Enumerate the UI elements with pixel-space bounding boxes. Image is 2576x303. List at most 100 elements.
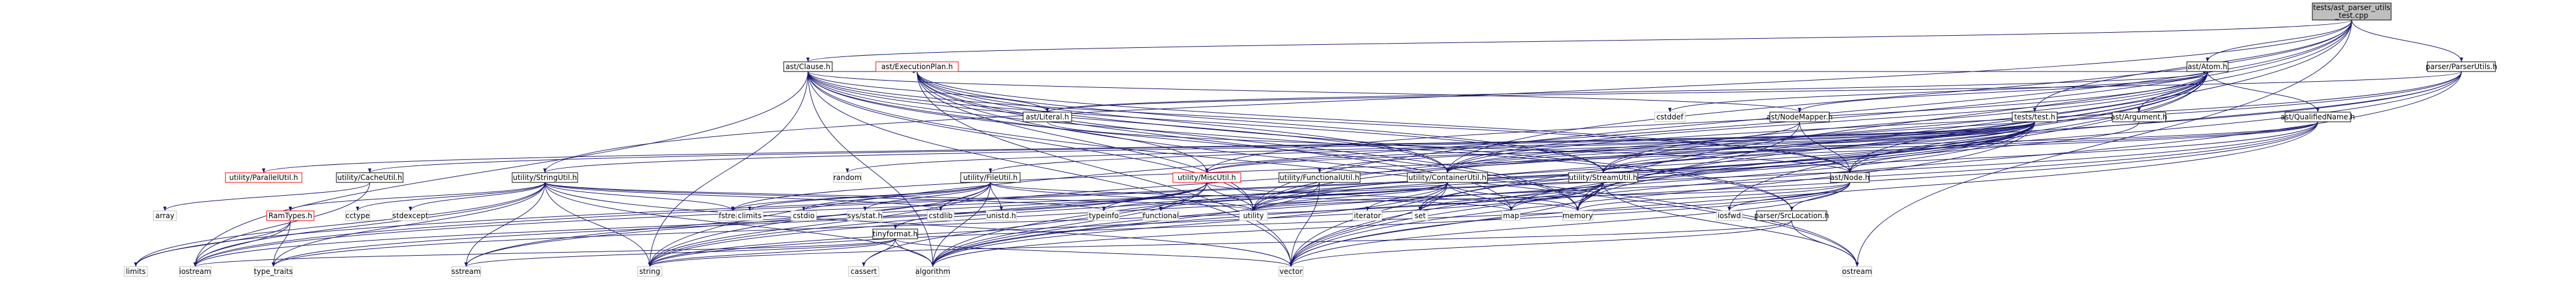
node-label-cache: utility/CacheUtil.h <box>337 173 402 182</box>
node-fileutil[interactable]: utility/FileUtil.h <box>960 172 1021 183</box>
node-stringutil[interactable]: utility/StringUtil.h <box>512 172 578 183</box>
edge-root-to-parserutils <box>2351 19 2463 62</box>
node-box-stdexcept <box>392 210 429 221</box>
node-label-tinyformat: tinyformat.h <box>873 230 918 238</box>
node-label-fileutil: utility/FileUtil.h <box>963 173 1018 182</box>
node-box-memory <box>1562 210 1593 221</box>
node-box-cache <box>336 172 404 183</box>
edge-stringutil-to-typetraits <box>272 182 546 267</box>
node-literal[interactable]: ast/Literal.h <box>1023 112 1072 122</box>
node-box-random <box>833 172 862 183</box>
node-iostream: iostream <box>179 266 212 277</box>
node-label-stringutil: utility/StringUtil.h <box>513 173 577 182</box>
edge-atom-to-miscutil <box>1205 71 2208 173</box>
node-box-literal <box>1023 112 1072 122</box>
edge-teststest-to-functionalutil <box>1318 121 2035 173</box>
node-array: array <box>153 210 177 221</box>
node-box-cctype <box>345 210 370 221</box>
node-qualified[interactable]: ast/QualifiedName.h <box>2281 112 2355 122</box>
node-box-containerutil <box>1407 172 1488 183</box>
edge-atom-to-algorithm <box>931 71 2208 267</box>
edge-clause-to-streamutil <box>807 71 1605 173</box>
node-miscutil[interactable]: utility/MiscUtil.h <box>1172 172 1241 183</box>
node-label-parallel: utility/ParallelUtil.h <box>229 173 298 182</box>
edge-clause-to-astnode <box>807 71 1852 173</box>
node-box-algorithm <box>916 266 950 277</box>
edge-stringutil-to-cstdlib <box>544 182 943 211</box>
node-label-typetraits: type_traits <box>254 267 293 276</box>
edge-execplan-to-vector <box>916 71 1293 267</box>
edge-astnode-to-utility <box>1252 182 1850 211</box>
node-astnode[interactable]: ast/Node.h <box>1830 172 1870 183</box>
edge-clause-to-ostream <box>807 71 1859 267</box>
node-box-ramtypes <box>266 210 315 221</box>
edge-fileutil-to-string <box>648 182 991 267</box>
edge-execplan-to-astnode <box>916 71 1852 173</box>
edge-teststest-to-string <box>648 121 2035 267</box>
edge-stringutil-to-cctype <box>356 182 546 211</box>
node-label-teststest: tests/test.h <box>2014 113 2055 121</box>
node-label-containerutil: utility/ContainerUtil.h <box>1409 173 1486 182</box>
edge-ramtypes-to-typetraits <box>272 220 291 267</box>
node-atom[interactable]: ast/Atom.h <box>2186 61 2229 72</box>
node-box-qualified <box>2284 112 2351 122</box>
node-containerutil[interactable]: utility/ContainerUtil.h <box>1407 172 1488 183</box>
edge-tinyformat-to-string <box>648 238 896 267</box>
edge-srcloc-to-ostream <box>1791 220 1859 267</box>
edge-parserutils-to-memory <box>1576 71 2462 211</box>
edge-nodemapper-to-astnode <box>1799 121 1852 173</box>
node-limits: limits <box>124 266 148 277</box>
edge-atom-to-vector <box>1289 71 2208 267</box>
node-label-set: set <box>1415 211 1426 220</box>
node-streamutil[interactable]: utility/StreamUtil.h <box>1568 172 1638 183</box>
edge-parserutils-to-vector <box>1289 71 2462 267</box>
node-box-streamutil <box>1568 172 1638 183</box>
node-teststest[interactable]: tests/test.h <box>2012 112 2058 122</box>
edge-tinyformat-to-algorithm <box>895 238 935 267</box>
edge-streamutil-to-vector <box>1289 182 1604 267</box>
edge-clause-to-iostream <box>193 71 809 267</box>
node-set: set <box>1412 210 1429 221</box>
edge-tinyformat-to-sstream <box>464 238 896 267</box>
node-box-sstream <box>451 266 481 277</box>
node-label-vector: vector <box>1280 267 1303 276</box>
edge-streamutil-to-typetraits <box>272 182 1604 267</box>
edge-execplan-to-containerutil <box>916 71 1449 173</box>
edge-teststest-to-limits <box>134 121 2035 267</box>
node-climits: climits <box>736 210 764 221</box>
node-typeinfo: typeinfo <box>1087 210 1120 221</box>
node-tinyformat[interactable]: tinyformat.h <box>872 228 918 239</box>
node-box-vector <box>1278 266 1304 277</box>
edge-parserutils-to-utility <box>1252 71 2462 211</box>
edge-parserutils-to-literal <box>1046 71 2462 113</box>
node-label-ramtypes: RamTypes.h <box>269 211 312 220</box>
edge-stringutil-to-iostream <box>193 182 546 267</box>
node-cache[interactable]: utility/CacheUtil.h <box>336 172 404 183</box>
node-ramtypes[interactable]: RamTypes.h <box>266 210 315 221</box>
edge-stringutil-to-ramtypes <box>289 182 546 211</box>
node-vector: vector <box>1278 266 1304 277</box>
node-root[interactable]: tests/ast_parser_utils_test.cpp <box>2312 2 2392 21</box>
node-functionalutil[interactable]: utility/FunctionalUtil.h <box>1278 172 1361 183</box>
node-parallel[interactable]: utility/ParallelUtil.h <box>225 172 302 183</box>
node-parserutils[interactable]: parser/ParserUtils.h <box>2426 61 2497 72</box>
node-box-clause <box>783 61 833 72</box>
node-clause[interactable]: ast/Clause.h <box>783 61 833 72</box>
edge-fileutil-to-cstdio <box>802 182 991 211</box>
node-label-unistd: unistd.h <box>987 211 1016 220</box>
edge-clause-to-utility <box>807 71 1255 211</box>
node-label-memory: memory <box>1563 211 1593 220</box>
edge-stringutil-to-stdexcept <box>409 182 546 211</box>
edge-containerutil-to-algorithm <box>931 182 1448 267</box>
edge-fileutil-to-unistd <box>990 182 1003 211</box>
node-box-cstdio <box>790 210 817 221</box>
node-box-teststest <box>2012 112 2058 122</box>
node-execplan[interactable]: ast/ExecutionPlan.h <box>875 61 959 72</box>
node-label-streamutil: utility/StreamUtil.h <box>1569 173 1637 182</box>
node-srcloc[interactable]: parser/SrcLocation.h <box>1754 210 1829 221</box>
edge-root-to-atom <box>2206 19 2352 62</box>
node-nodemapper[interactable]: ast/NodeMapper.h <box>1766 112 1833 122</box>
node-box-utility <box>1239 210 1268 221</box>
node-argument[interactable]: ast/Argument.h <box>2111 112 2167 122</box>
node-string: string <box>637 266 662 277</box>
